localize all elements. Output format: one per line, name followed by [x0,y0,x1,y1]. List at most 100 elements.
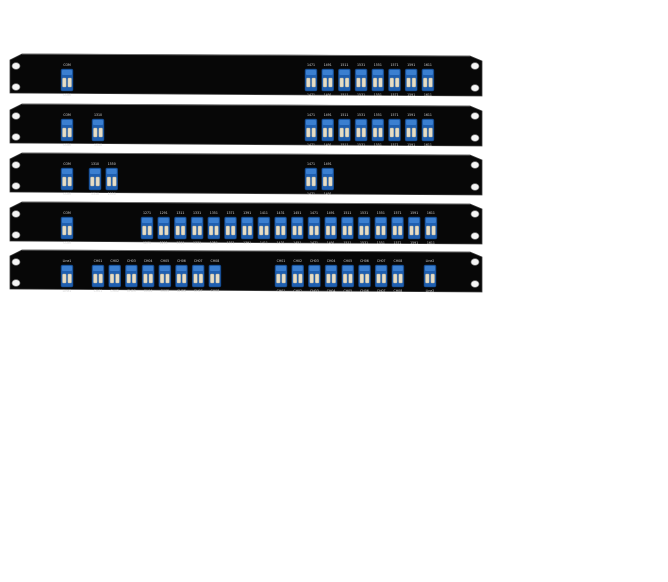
ferrule [306,176,311,187]
ferrule [160,273,165,284]
adapter-clip [309,218,319,223]
port-label-top: 1491 [327,211,335,215]
ferrule [430,273,435,284]
port-label-bottom: 1471 [307,192,315,196]
port-label-top: CH05 [343,259,352,263]
ferrule [311,77,316,88]
ferrule [364,225,369,236]
ferrule [281,273,286,284]
mounting-hole [470,62,480,70]
ferrule [339,77,344,88]
port-label-bottom: CH02 [293,289,302,293]
ferrule [67,77,72,88]
ferrule [373,77,378,88]
adapter-clip [392,266,403,271]
ferrule [176,273,181,284]
ferrule [356,77,361,88]
panel-top-edge [21,152,471,156]
ferrule [62,176,67,187]
ferrule [348,273,353,284]
ferrule [356,127,361,138]
port-label-top: CH01 [94,259,103,263]
ferrule [67,127,72,138]
ferrule [67,273,72,284]
adapter-clip [339,120,350,125]
port-label-top: CH02 [110,259,119,263]
mounting-hole [11,62,21,70]
port-label-bottom: 1310 [94,143,102,147]
port-label-top: COM [63,113,71,117]
adapter-clip [376,266,387,271]
panel-body [9,152,483,196]
adapter-clip [242,218,253,223]
adapter-clip [356,70,367,75]
ferrule [62,225,67,236]
port-label-top: 1471 [307,113,315,117]
port-label-bottom: 1551 [374,143,382,147]
ferrule [315,273,320,284]
mounting-hole [11,279,21,287]
port-label-top: 1391 [243,211,251,215]
ferrule [210,273,215,284]
ferrule [393,273,398,284]
ferrule [378,127,383,138]
adapter-clip [62,169,72,174]
ferrule [381,273,386,284]
adapter-clip [209,266,220,271]
ferrule [423,77,428,88]
ferrule [242,225,247,236]
mounting-hole [470,210,480,218]
port-label-bottom: CH05 [343,289,352,293]
ferrule [158,225,163,236]
ferrule [342,225,347,236]
ferrule [373,127,378,138]
port-label-top: 1511 [340,63,348,67]
port-label-top: CH03 [127,259,136,263]
port-label-top: 1491 [324,63,332,67]
mounting-hole [11,83,21,91]
ferrule [90,176,95,187]
port-label-bottom: CH03 [127,289,136,293]
port-label-bottom: 1591 [407,93,415,97]
adapter-clip [359,266,370,271]
ferrule [182,273,187,284]
ferrule [314,225,319,236]
adapter-clip [375,218,386,223]
ferrule [311,127,316,138]
ferrule [328,176,333,187]
port-label-top: CH04 [144,259,153,263]
port-label-top: 1331 [193,211,201,215]
adapter-clip [425,266,435,271]
ferrule [165,273,170,284]
port-label-top: 1311 [176,211,184,215]
port-label-top: 1491 [324,162,332,166]
adapter-clip [142,218,152,223]
ferrule [109,273,114,284]
ferrule [395,127,400,138]
ferrule [406,77,411,88]
port-label-bottom: 1351 [210,241,218,245]
port-label-bottom: 1591 [410,241,418,245]
ferrule [306,77,311,88]
port-label-bottom: 1491 [324,143,332,147]
adapter-clip [258,218,269,223]
port-label-top: 1551 [377,211,385,215]
ferrule [331,273,336,284]
port-label-bottom: CH01 [94,289,103,293]
rack-panel: COMCOM1471147114911491151115111531153115… [9,53,483,97]
ferrule [264,225,269,236]
port-label-bottom: COM [63,241,71,245]
port-label-top: 1611 [424,113,432,117]
port-label-top: 1571 [393,211,401,215]
ferrule [198,273,203,284]
ferrule [414,225,419,236]
